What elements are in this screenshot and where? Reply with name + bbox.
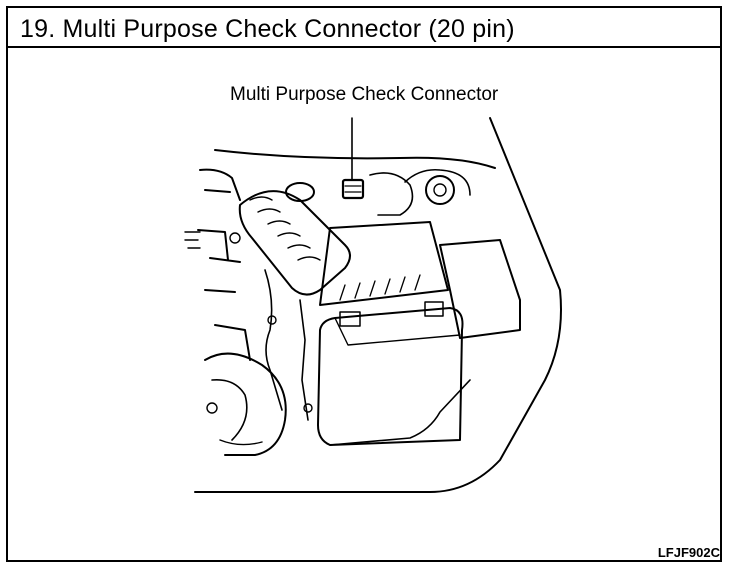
reservoir-cap — [425, 175, 455, 205]
figure-header: 19. Multi Purpose Check Connector (20 pi… — [8, 8, 720, 48]
engine-left — [197, 168, 287, 456]
intake-hose — [238, 190, 351, 296]
air-cleaner-box — [319, 221, 449, 306]
figure-code: LFJF902C — [657, 545, 720, 560]
callout-label: Multi Purpose Check Connector — [230, 84, 499, 105]
fuse-box — [439, 239, 521, 339]
check-connector — [341, 178, 365, 200]
fender-outline — [194, 117, 562, 493]
figure-frame: 19. Multi Purpose Check Connector (20 pi… — [6, 6, 722, 562]
battery — [317, 307, 464, 446]
figure-title: 19. Multi Purpose Check Connector (20 pi… — [20, 15, 515, 43]
cowl-line — [214, 149, 496, 169]
filler-cap — [285, 182, 315, 202]
